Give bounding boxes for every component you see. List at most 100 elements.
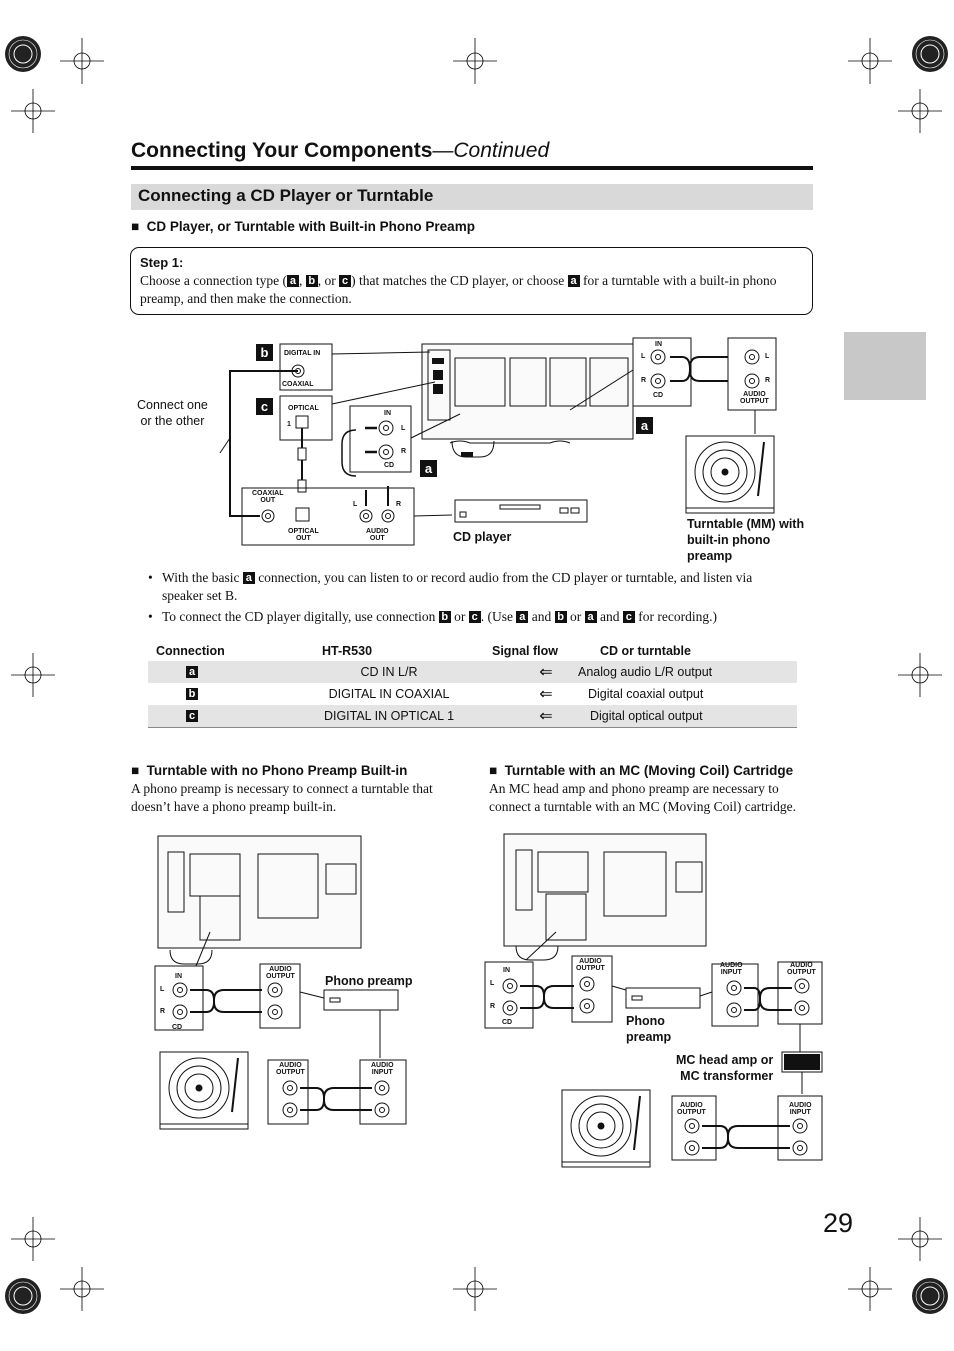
optical-panel — [279, 395, 333, 441]
cd-in-label: IN — [384, 410, 391, 417]
mc-body-1: An MC head amp and phono preamp are nece… — [489, 781, 779, 796]
table-header: Signal flow — [492, 644, 558, 658]
bullet-2-b: or — [450, 609, 469, 624]
label-a-diagram: a — [420, 460, 437, 477]
section-bar — [131, 184, 813, 210]
label-a: a — [516, 611, 529, 623]
table-header: Connection — [156, 644, 225, 658]
d3-audio-output-1: AUDIO — [579, 958, 602, 965]
step-text-3: , or — [317, 273, 340, 288]
table-row: a CD IN L/R ⇐ Analog audio L/R output — [148, 661, 797, 683]
optical-out-1: OPTICAL — [288, 528, 319, 535]
d2-audio-output-2: OUTPUT — [266, 973, 295, 980]
label-b: b — [438, 611, 451, 623]
optical-label: OPTICAL — [288, 405, 319, 412]
cd-in-r: R — [401, 448, 407, 455]
d2-tt-audio-output-2: OUTPUT — [276, 1069, 305, 1076]
crop-mark-icon — [848, 1267, 892, 1311]
audio-output-1: AUDIO — [743, 391, 766, 398]
turntable-caption-2: built-in phono — [687, 533, 771, 547]
d3-audio-output-2: OUTPUT — [576, 965, 605, 972]
page-number: 29 — [823, 1208, 854, 1238]
page-title-suffix: —Continued — [432, 139, 550, 162]
crop-mark-icon — [11, 653, 55, 697]
turntable-illustration — [685, 435, 775, 514]
right-out-r: R — [765, 377, 771, 384]
d2-audio-output-1: AUDIO — [269, 966, 292, 973]
label-c: c — [186, 710, 198, 722]
no-preamp-body: A phono preamp is necessary to connect a… — [131, 780, 433, 816]
crop-mark-icon — [898, 1217, 942, 1261]
audio-output-2: OUTPUT — [740, 398, 769, 405]
bullet-2-c: . (Use — [480, 609, 517, 624]
table-header: HT-R530 — [322, 644, 373, 658]
d2-r: R — [160, 1008, 166, 1015]
right-in-l: L — [641, 353, 646, 360]
d2-audio-input-2: INPUT — [371, 1069, 393, 1076]
table-row: c DIGITAL IN OPTICAL 1 ⇐ Digital optical… — [148, 705, 797, 728]
optical-number: 1 — [287, 421, 291, 428]
coaxial-out-1: COAXIAL — [252, 490, 284, 497]
subsection-heading-cd: ■ CD Player, or Turntable with Built-in … — [131, 219, 475, 234]
table-cell: DIGITAL IN COAXIAL — [328, 687, 450, 701]
table-cell-text: Digital optical output — [590, 709, 703, 723]
d3-r: R — [490, 1003, 496, 1010]
cd-in-panel — [484, 961, 534, 1029]
d2-audio-input-1: AUDIO — [371, 1062, 394, 1069]
turntable-audio-output-panel — [267, 1059, 309, 1125]
table-cell: Analog audio L/R output — [578, 661, 797, 683]
signal-flow-arrow-icon: ⇐ — [539, 686, 553, 703]
bullet-2-a: To connect the CD player digitally, use … — [162, 609, 439, 624]
bullet-2: • To connect the CD player digitally, us… — [148, 608, 808, 626]
cd-player-illustration — [454, 499, 588, 523]
cd-in-panel — [154, 965, 204, 1031]
bullet-1-a: With the basic — [162, 570, 243, 585]
label-a: a — [242, 572, 255, 584]
bullet-2-f: and — [596, 609, 623, 624]
right-in-r: R — [641, 377, 647, 384]
phono-preamp-output-panel — [259, 963, 301, 1029]
step-text-5: for a turntable with a built-in phono — [579, 273, 777, 288]
step-text: Choose a connection type (a, b, or c) th… — [140, 272, 808, 308]
connect-one-text: Connect one — [137, 398, 208, 412]
phono-preamp-caption: Phono preamp — [325, 974, 413, 988]
d3-l: L — [490, 980, 495, 987]
subsection-heading-no-preamp-text: Turntable with no Phono Preamp Built-in — [146, 763, 408, 778]
audio-out-l: L — [353, 501, 358, 508]
right-in-cd: CD — [653, 392, 664, 399]
crop-mark-icon — [898, 653, 942, 697]
crop-mark-icon — [453, 38, 497, 84]
table-cell: DIGITAL IN OPTICAL 1 — [286, 705, 492, 728]
no-preamp-diagram — [154, 835, 407, 1130]
d2-tt-audio-output-1: AUDIO — [279, 1062, 302, 1069]
d3-cd: CD — [502, 1019, 513, 1026]
optical-out-2: OUT — [295, 535, 311, 542]
table-cell: Digital optical output — [590, 705, 797, 728]
crop-mark-icon — [11, 1217, 55, 1261]
table-row: b DIGITAL IN COAXIAL ⇐ Digital coaxial o… — [148, 683, 797, 705]
signal-flow-arrow-icon: ⇐ — [492, 661, 600, 683]
audio-out-r: R — [396, 501, 402, 508]
digital-in-label: DIGITAL IN — [284, 350, 321, 357]
table-header: CD or turntable — [600, 644, 691, 658]
cd-connection-diagram — [219, 337, 777, 546]
audio-out-1: AUDIO — [366, 528, 389, 535]
table-cell: CD IN L/R — [286, 661, 492, 683]
table-cell: a — [148, 661, 286, 683]
page-title-text: Connecting Your Components — [131, 139, 433, 162]
label-a-diagram-right: a — [636, 417, 653, 434]
crop-mark-icon — [60, 1267, 104, 1311]
mc-caption-2: MC transformer — [680, 1069, 774, 1083]
bullet-1: • With the basic a connection, you can l… — [148, 569, 808, 605]
turntable-audio-output-panel — [671, 1095, 717, 1161]
d3-tt-audio-output-2: OUTPUT — [677, 1109, 706, 1116]
turntable-caption-3: preamp — [687, 549, 733, 563]
mc-amp-audio-input-panel — [777, 1095, 823, 1161]
signal-flow-arrow-icon: ⇐ — [492, 705, 600, 728]
